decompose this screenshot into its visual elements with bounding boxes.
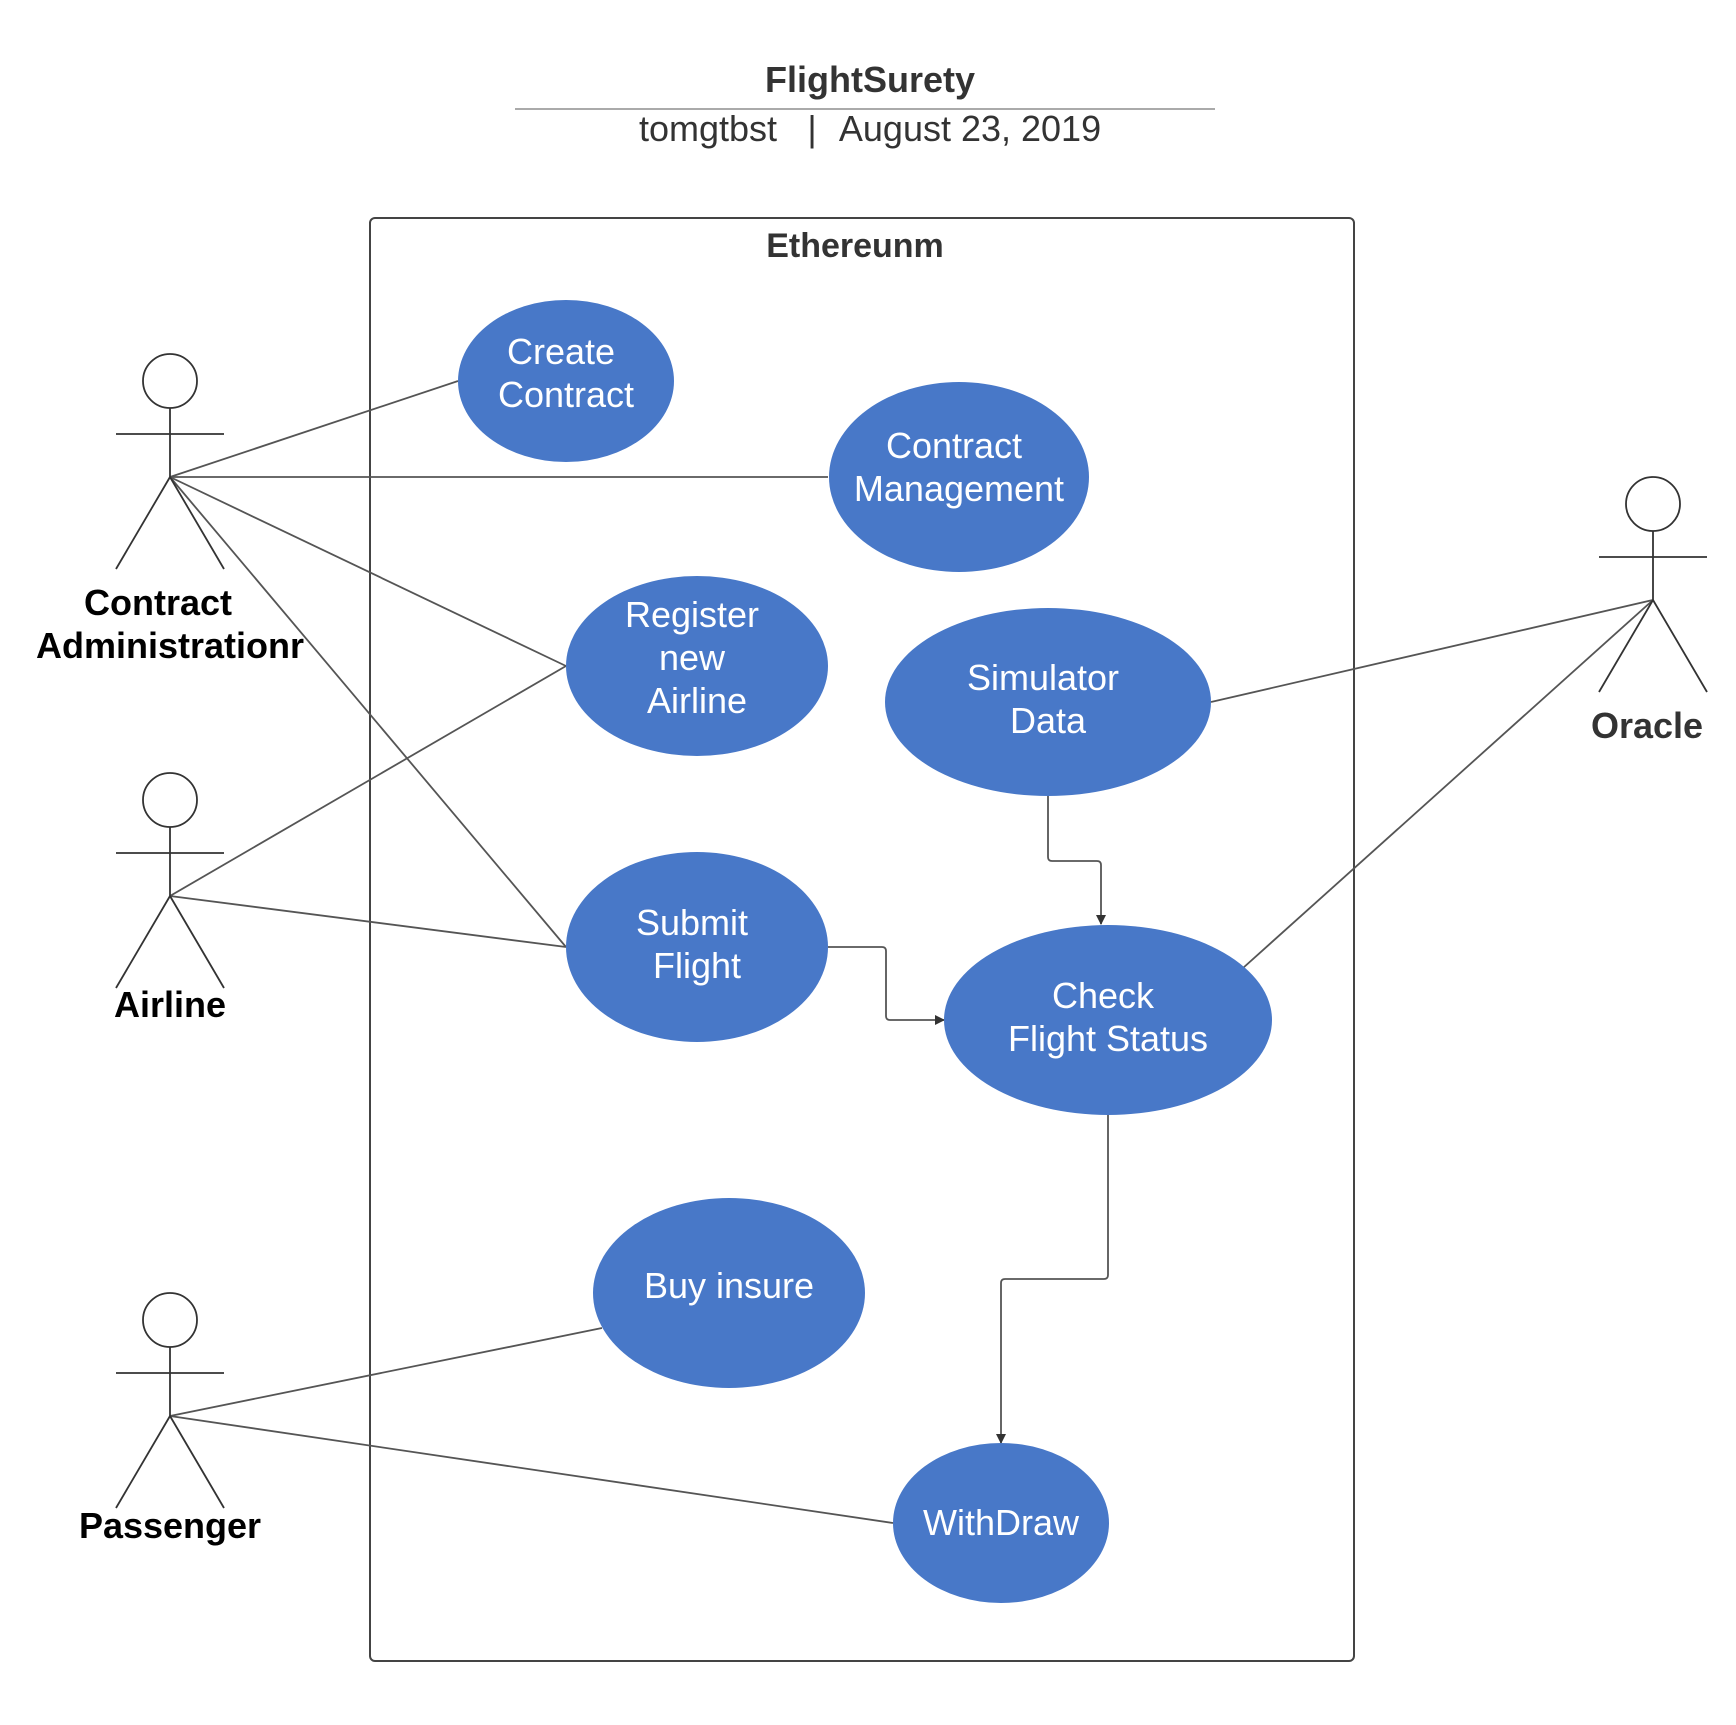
actor-label: Oracle xyxy=(1591,705,1703,746)
actor-passenger[interactable]: Passenger xyxy=(79,1292,261,1546)
use-case-shape xyxy=(593,1198,865,1388)
assoc-airline-register-airline xyxy=(169,665,567,897)
arrow-simulator-to-check-status xyxy=(1047,796,1106,925)
use-case-submit-flight[interactable]: Submit Flight xyxy=(566,852,828,1042)
diagram-title: FlightSurety xyxy=(765,59,975,100)
actor-oracle[interactable]: Oracle xyxy=(1591,476,1708,746)
use-case-label: Contract Management xyxy=(854,425,1064,509)
association-lines xyxy=(169,380,1654,1524)
use-case-shape xyxy=(944,925,1272,1115)
actor-contract-administrator[interactable]: Contract Administrationr xyxy=(36,353,304,666)
assoc-oracle-check-flight-status xyxy=(1242,599,1654,969)
use-case-shape xyxy=(566,852,828,1042)
flow-arrows xyxy=(828,796,1109,1444)
use-case-create-contract[interactable]: Create Contract xyxy=(458,300,674,462)
use-case-label: Submit Flight xyxy=(636,902,758,986)
actor-label: Airline xyxy=(114,984,226,1025)
assoc-passenger-buy-insure xyxy=(169,1327,603,1417)
actor-label: Contract Administrationr xyxy=(36,582,304,666)
use-case-register-new-airline[interactable]: Register new Airline xyxy=(566,576,828,756)
use-case-label: Simulator Data xyxy=(967,657,1129,741)
use-case-simulator-data[interactable]: Simulator Data xyxy=(885,608,1211,796)
assoc-oracle-simulator-data xyxy=(1210,599,1654,703)
use-case-shape xyxy=(885,608,1211,796)
assoc-admin-create-contract xyxy=(169,380,459,478)
use-case-label: Register new Airline xyxy=(625,594,769,721)
use-case-withdraw[interactable]: WithDraw xyxy=(893,1443,1109,1603)
use-case-label: Check Flight Status xyxy=(1008,975,1208,1059)
system-boundary xyxy=(369,217,1355,1662)
assoc-passenger-withdraw xyxy=(169,1415,894,1524)
use-case-label: Create Contract xyxy=(498,331,634,415)
assoc-admin-submit-flight xyxy=(169,476,567,948)
assoc-admin-register-airline xyxy=(169,476,567,667)
system-boundary-label: Ethereunm xyxy=(766,227,944,265)
stick-figure-icon xyxy=(115,772,225,989)
stick-figure-icon xyxy=(115,353,225,570)
assoc-airline-submit-flight xyxy=(169,895,567,948)
use-case-shape xyxy=(458,300,674,462)
actor-airline[interactable]: Airline xyxy=(114,772,226,1025)
use-case-shape xyxy=(566,576,828,756)
diagram-author: tomgtbst xyxy=(639,108,777,149)
use-case-buy-insure[interactable]: Buy insure xyxy=(593,1198,865,1388)
actor-label: Passenger xyxy=(79,1505,261,1546)
use-case-shape xyxy=(893,1443,1109,1603)
use-case-label: WithDraw xyxy=(923,1502,1080,1543)
use-case-shape xyxy=(829,382,1089,572)
arrow-check-status-to-withdraw xyxy=(996,1115,1109,1444)
stick-figure-icon xyxy=(1598,476,1708,693)
arrow-submit-to-check-status xyxy=(828,946,945,1025)
header-separator: | xyxy=(807,108,816,149)
diagram-date: August 23, 2019 xyxy=(839,108,1101,149)
use-case-check-flight-status[interactable]: Check Flight Status xyxy=(944,925,1272,1115)
use-case-contract-management[interactable]: Contract Management xyxy=(829,382,1089,572)
use-case-label: Buy insure xyxy=(644,1265,814,1306)
stick-figure-icon xyxy=(115,1292,225,1509)
